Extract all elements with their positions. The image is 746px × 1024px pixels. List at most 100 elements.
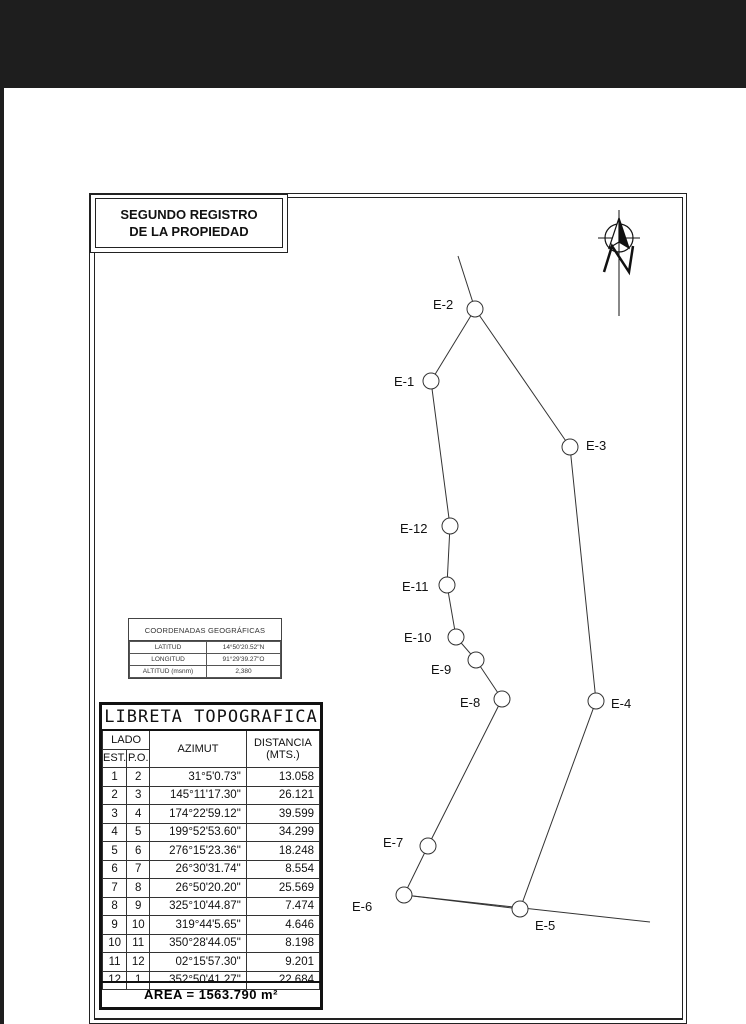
station-marker-e5 [511, 900, 529, 918]
cell-azimut: 26°30'31.74" [149, 859, 247, 879]
cell-po: 6 [126, 841, 151, 861]
cell-distancia: 8.554 [245, 859, 321, 879]
cell-azimut: 350°28'44.05" [149, 933, 247, 953]
cell-distancia: 9.201 [245, 952, 321, 972]
cell-est: 11 [101, 952, 128, 972]
station-label-e12: E-12 [400, 521, 427, 536]
station-marker-e12 [441, 517, 459, 535]
table-row: ALTITUD (msnm) 2,380 [129, 665, 281, 678]
coord-value: 91°29'39.27"O [206, 653, 281, 666]
station-label-e1: E-1 [394, 374, 414, 389]
station-marker-e6 [395, 886, 413, 904]
coord-value: 2,380 [206, 665, 281, 678]
cell-est: 5 [101, 841, 128, 861]
geographic-coordinates-table: COORDENADAS GEOGRÁFICAS LATITUD 14°50'20… [128, 618, 282, 679]
station-marker-e10 [447, 628, 465, 646]
cell-distancia: 4.646 [245, 915, 321, 935]
station-label-e8: E-8 [460, 695, 480, 710]
cell-po: 11 [126, 933, 151, 953]
header-azimut: AZIMUT [149, 731, 247, 768]
coord-value: 14°50'20.52"N [206, 641, 281, 654]
cell-po: 4 [126, 804, 151, 824]
cell-distancia: 13.058 [245, 767, 321, 787]
cell-po: 2 [126, 767, 151, 787]
station-label-e6: E-6 [352, 899, 372, 914]
title-line-1: SEGUNDO REGISTRO [120, 207, 258, 222]
cell-azimut: 352°50'41.27" [149, 970, 247, 990]
cell-est: 2 [101, 785, 128, 805]
title-line-2: DE LA PROPIEDAD [129, 224, 249, 239]
boundary-extension-north [457, 255, 476, 310]
cell-azimut: 02°15'57.30" [149, 952, 247, 972]
cell-po: 5 [126, 822, 151, 842]
cell-distancia: 26.121 [245, 785, 321, 805]
station-label-e7: E-7 [383, 835, 403, 850]
station-label-e9: E-9 [431, 662, 451, 677]
header-po: P.O. [126, 748, 151, 768]
station-label-e10: E-10 [404, 630, 431, 645]
cell-est: 7 [101, 878, 128, 898]
cell-est: 9 [101, 915, 128, 935]
header-distancia-label: DISTANCIA [253, 737, 312, 749]
cell-distancia: 7.474 [245, 896, 321, 916]
cell-est: 6 [101, 859, 128, 879]
cell-distancia: 22.684 [245, 970, 321, 990]
station-label-e5: E-5 [535, 918, 555, 933]
cell-est: 8 [101, 896, 128, 916]
coord-label: ALTITUD (msnm) [129, 665, 207, 678]
property-boundary [403, 308, 597, 910]
title-box-outer [90, 194, 288, 253]
table-row: LATITUD 14°50'20.52"N [129, 641, 281, 654]
cell-distancia: 39.599 [245, 804, 321, 824]
station-marker-e8 [493, 690, 511, 708]
inner-frame [94, 197, 683, 1020]
cell-distancia: 8.198 [245, 933, 321, 953]
cell-azimut: 26°50'20.20" [149, 878, 247, 898]
cell-po: 3 [126, 785, 151, 805]
station-label-e2: E-2 [433, 297, 453, 312]
station-marker-e11 [438, 576, 456, 594]
cell-est: 1 [101, 767, 128, 787]
station-label-e4: E-4 [611, 696, 631, 711]
cell-po: 8 [126, 878, 151, 898]
area-total: AREA = 1563.790 m² [102, 981, 320, 1007]
cell-est: 3 [101, 804, 128, 824]
header-distancia: DISTANCIA (MTS.) [245, 731, 321, 768]
cell-est: 12 [101, 970, 128, 990]
title-box: SEGUNDO REGISTRO DE LA PROPIEDAD [95, 198, 283, 248]
coord-label: LONGITUD [129, 653, 207, 666]
north-arrow-icon [598, 210, 640, 316]
station-marker-e3 [561, 438, 579, 456]
cell-azimut: 174°22'59.12" [149, 804, 247, 824]
cell-po: 1 [126, 970, 151, 990]
station-label-e3: E-3 [586, 438, 606, 453]
survey-table-title: LIBRETA TOPOGRAFICA [102, 705, 320, 731]
cell-distancia: 18.248 [245, 841, 321, 861]
station-marker-e4 [587, 692, 605, 710]
table-row: LONGITUD 91°29'39.27"O [129, 653, 281, 666]
coordinates-header: COORDENADAS GEOGRÁFICAS [129, 619, 281, 641]
cell-est: 10 [101, 933, 128, 953]
cell-po: 7 [126, 859, 151, 879]
survey-notebook-table: LIBRETA TOPOGRAFICA LADO AZIMUT DISTANCI… [99, 702, 323, 1010]
cell-po: 10 [126, 915, 151, 935]
cell-po: 12 [126, 952, 151, 972]
bottom-divider [94, 1018, 683, 1019]
header-lado: LADO [101, 731, 151, 750]
station-label-e11: E-11 [402, 579, 429, 594]
cell-azimut: 31°5'0.73" [149, 767, 247, 787]
header-units: (MTS.) [266, 749, 300, 761]
cell-distancia: 25.569 [245, 878, 321, 898]
